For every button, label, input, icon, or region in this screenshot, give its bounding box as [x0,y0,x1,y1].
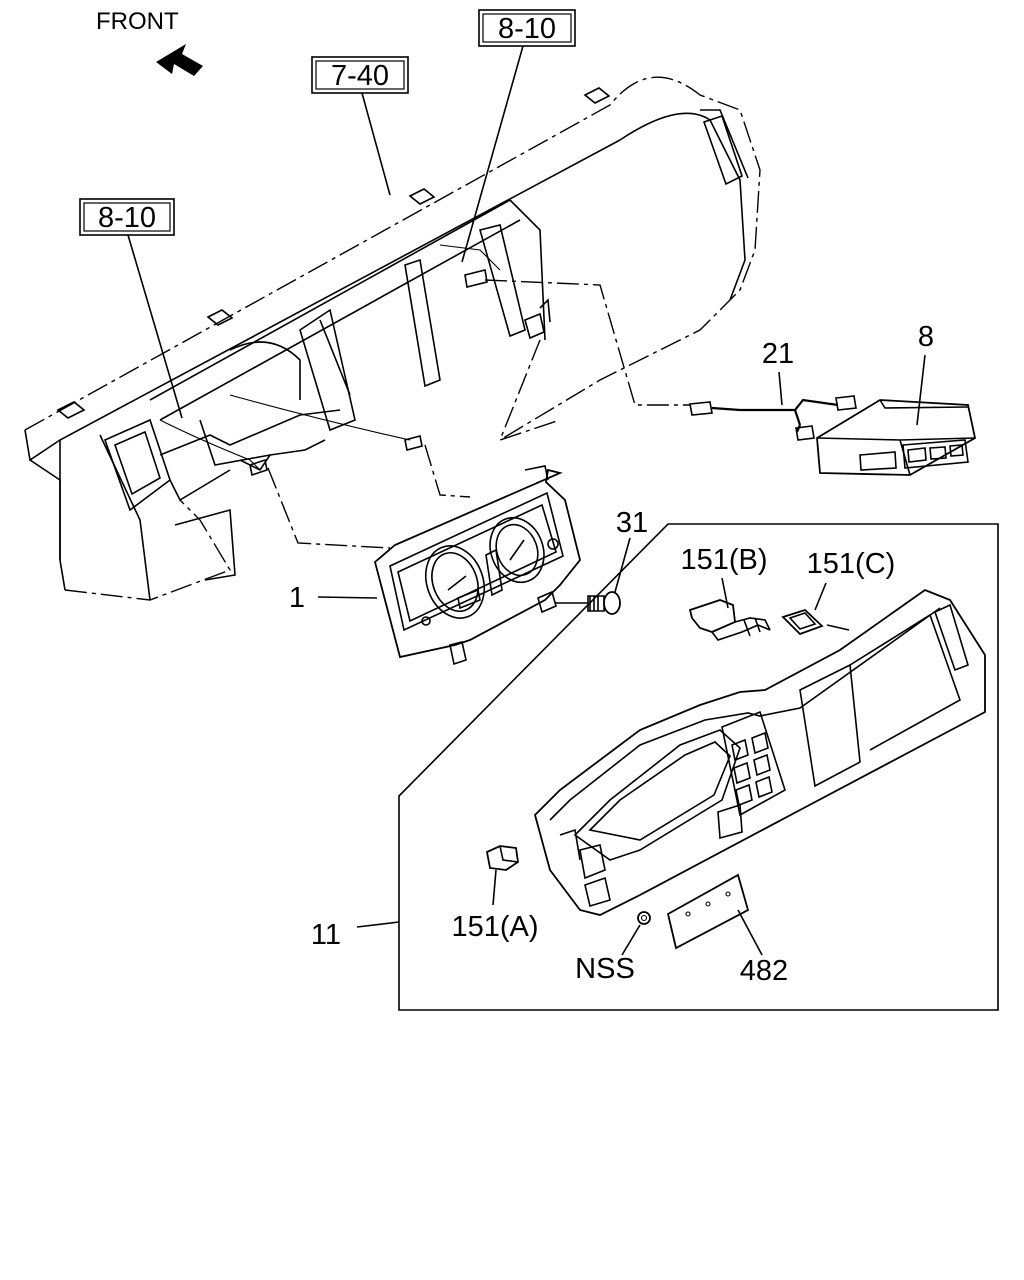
front-arrow-icon [156,44,203,76]
ref-box-middle-label: 7-40 [331,60,389,92]
wiring-harness[interactable] [689,395,857,441]
instrument-cluster[interactable] [373,465,581,666]
leader-ref-middle [361,92,391,196]
callout-nut: NSS [575,953,635,985]
leader-ref-top [461,45,524,263]
connector-line-center [498,339,561,442]
screw[interactable] [555,591,621,615]
connector-line-cluster-left [267,467,391,549]
leader-clip-c-bezel [826,624,850,631]
callout-bezel: 11 [311,919,341,951]
leader-cluster [317,596,378,599]
leader-clip-b [721,577,729,609]
leader-clip-a [492,869,497,906]
ref-box-top[interactable]: 8-10 [478,9,576,47]
plate[interactable] [666,873,750,950]
nut[interactable] [637,911,651,925]
callout-clip-a: 151(A) [451,911,538,943]
callout-clip-c: 151(C) [807,548,896,580]
callout-harness: 21 [762,338,794,370]
clip-b[interactable] [688,599,771,641]
clip-a[interactable] [485,845,519,871]
leader-ref-left [127,234,183,419]
leader-bezel [356,921,400,928]
ref-box-left[interactable]: 8-10 [79,198,175,236]
callout-module: 8 [918,321,934,353]
ref-box-middle[interactable]: 7-40 [311,56,409,94]
dashboard-panel [24,76,761,601]
leader-screw [614,537,631,593]
leader-plate [737,909,763,956]
leader-clip-c [814,582,827,611]
callout-screw: 31 [616,507,648,539]
dash-bezel[interactable] [533,588,986,916]
callout-cluster: 1 [289,582,305,614]
ref-box-left-label: 8-10 [98,202,156,234]
leader-nut [621,924,641,956]
module-unit[interactable] [816,399,977,476]
callout-plate: 482 [740,955,788,987]
connector-line-cluster-right [424,444,471,498]
connector-line-harness [484,279,690,406]
front-label: FRONT [96,8,179,35]
leader-module [916,354,926,426]
callout-clip-b: 151(B) [680,544,767,576]
ref-box-top-label: 8-10 [498,13,556,45]
clip-c[interactable] [781,608,824,636]
leader-harness [778,371,783,406]
detail-frame [398,523,999,1011]
